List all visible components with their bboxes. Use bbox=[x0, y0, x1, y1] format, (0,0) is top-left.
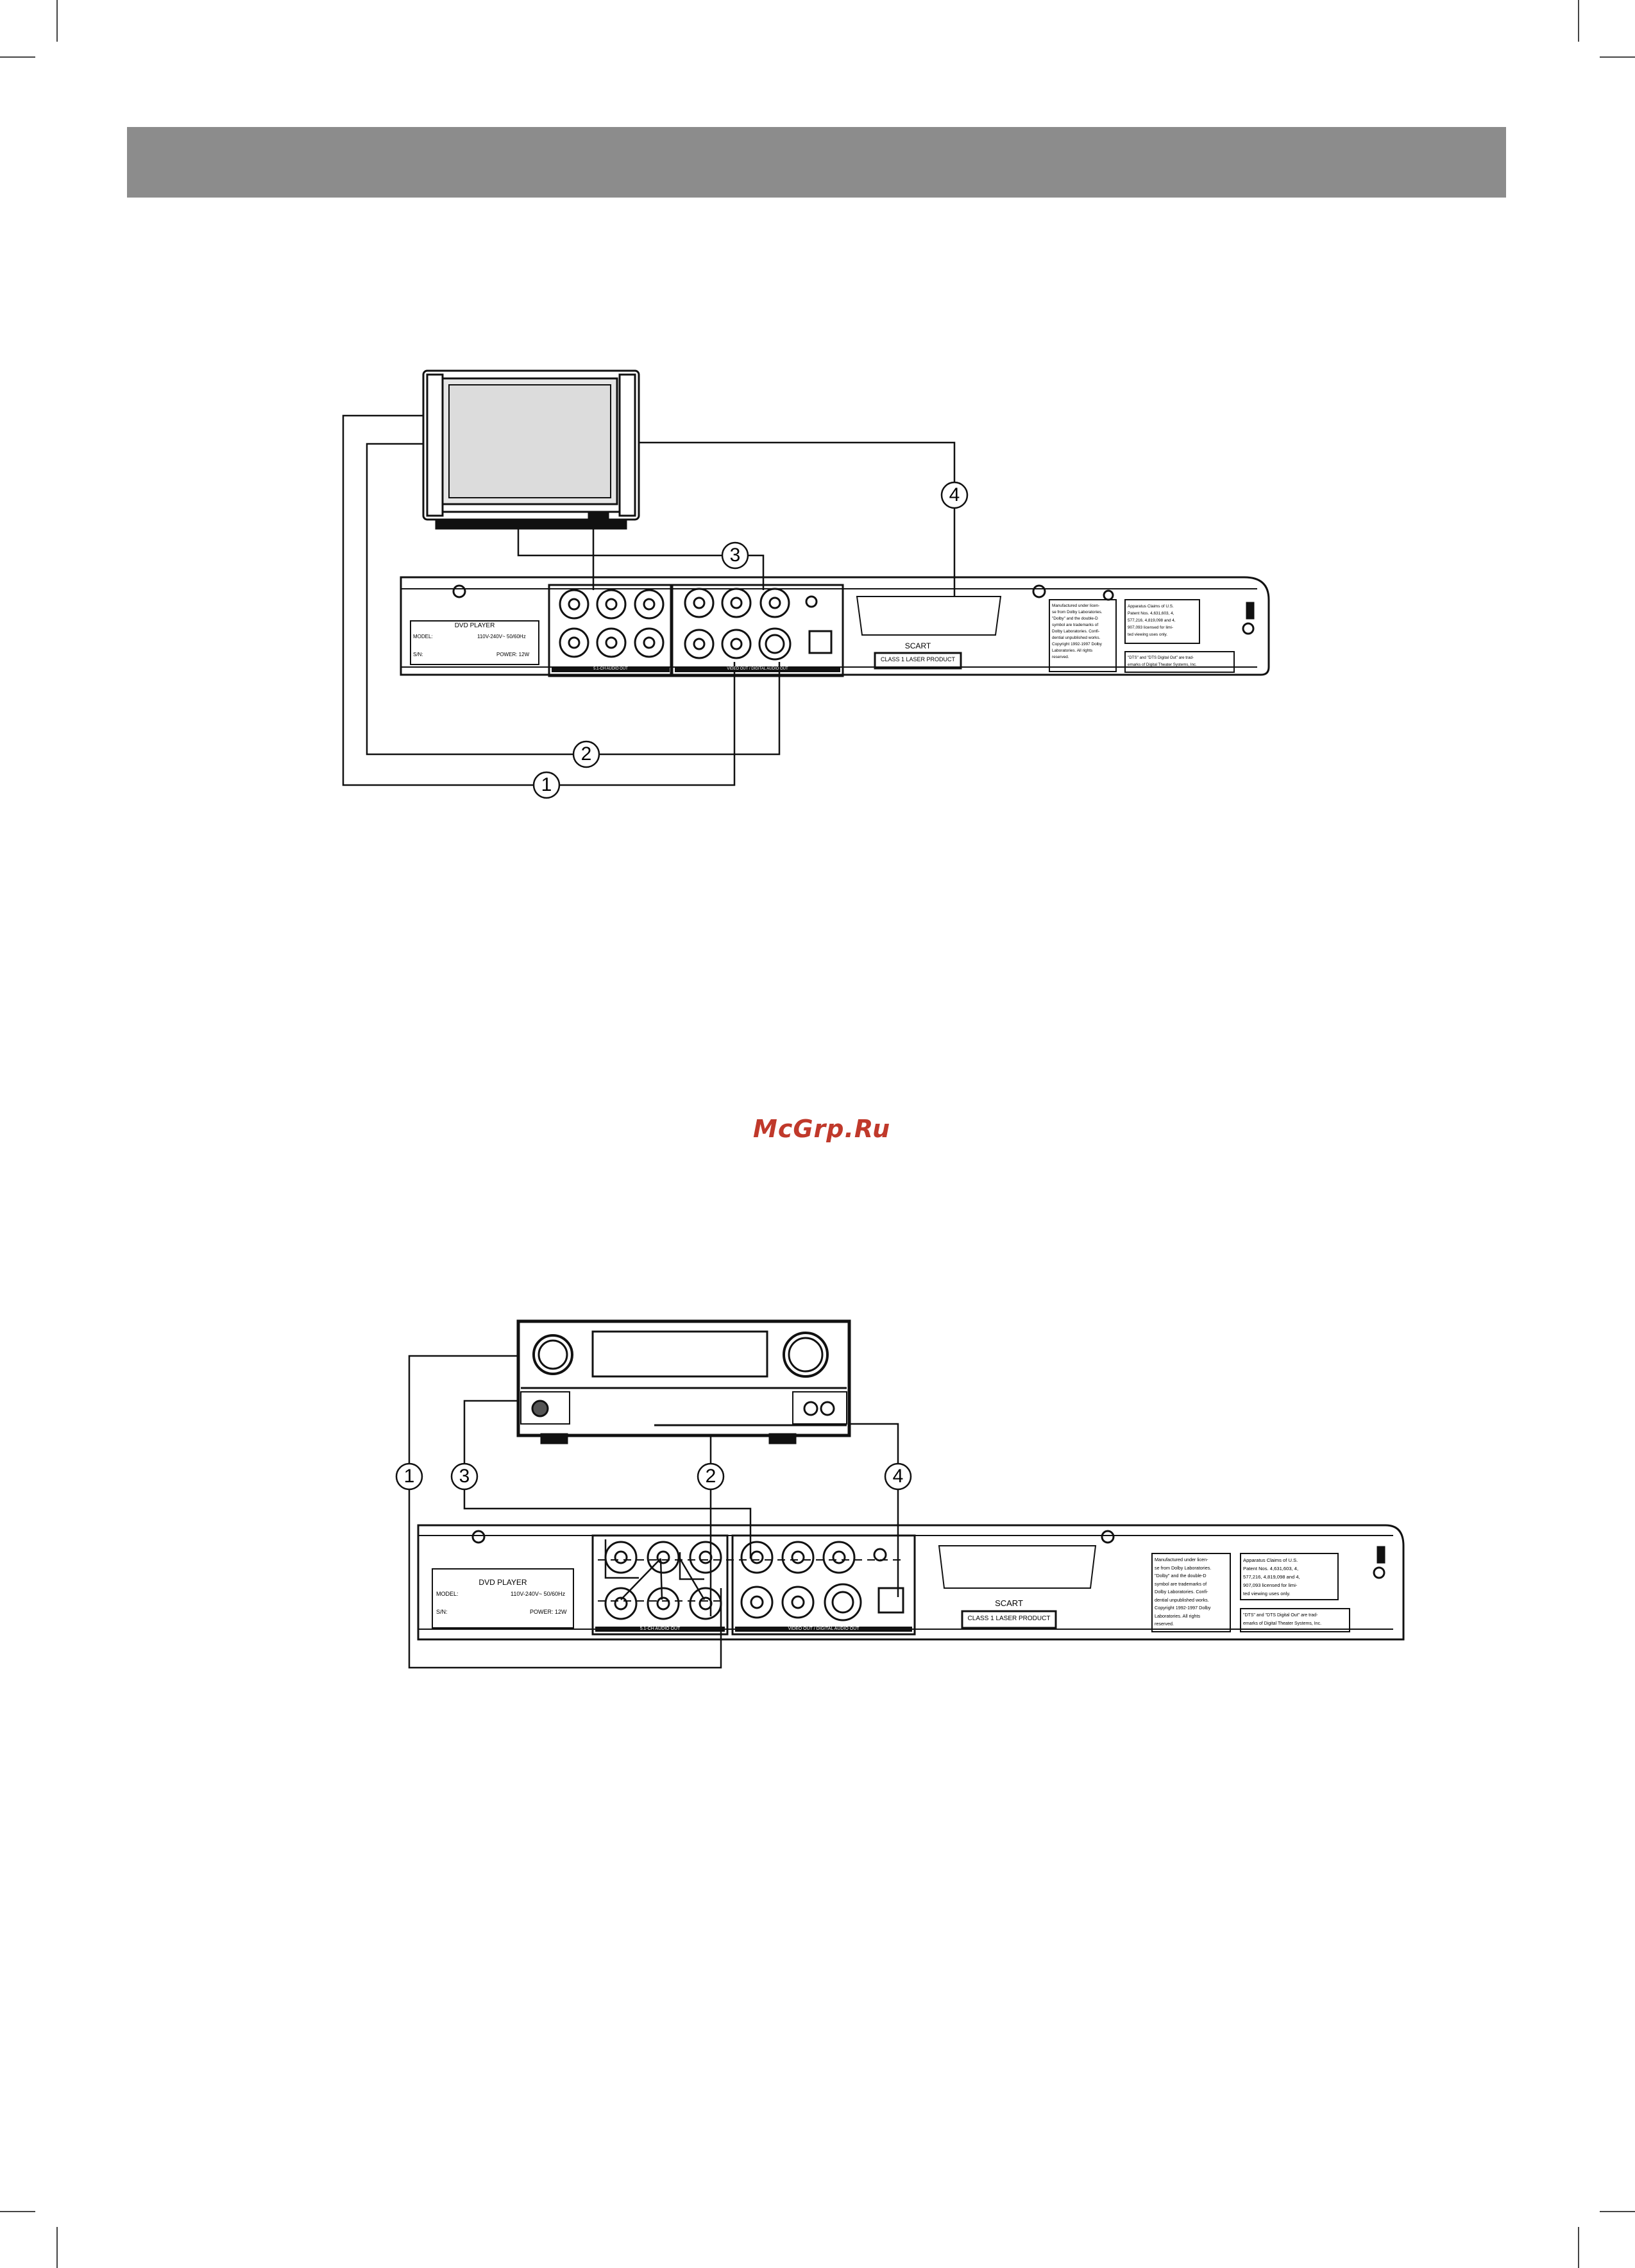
callout-label-1: 1 bbox=[541, 774, 552, 795]
player-model-2: MODEL: bbox=[436, 1591, 459, 1597]
player-model: MODEL: bbox=[413, 634, 433, 639]
scart-socket-2 bbox=[938, 1545, 1097, 1589]
header-bar bbox=[127, 127, 1506, 198]
video-jacks bbox=[684, 588, 833, 661]
callout-3 bbox=[721, 541, 749, 570]
player-sn-2: S/N: bbox=[436, 1609, 448, 1615]
player-title-2: DVD PLAYER bbox=[479, 1578, 527, 1587]
label-scart-2: SCART bbox=[995, 1598, 1023, 1608]
callout-4b bbox=[884, 1462, 912, 1491]
label-video-caption-2: VIDEO OUT / DIGITAL AUDIO OUT bbox=[788, 1627, 860, 1631]
player-rating: 110V-240V~ 50/60Hz bbox=[477, 634, 526, 639]
callout-label-2: 2 bbox=[580, 743, 592, 765]
amplifier-icon bbox=[516, 1319, 851, 1444]
audio-jacks-51 bbox=[559, 589, 665, 658]
cable-lines bbox=[342, 414, 956, 786]
callout-label-1b: 1 bbox=[403, 1466, 415, 1487]
callout-label-2b: 2 bbox=[705, 1466, 716, 1487]
dolby-notice-2: Manufactured under licen- se from Dolby … bbox=[1155, 1557, 1212, 1627]
crop-mark bbox=[1600, 56, 1635, 58]
label-video-caption: VIDEO OUT / DIGITAL AUDIO OUT bbox=[727, 667, 788, 671]
patent-notice-2: Apparatus Claims of U.S. Patent Nos. 4,6… bbox=[1243, 1557, 1300, 1596]
dts-notice-2: "DTS" and "DTS Digital Out" are trad- em… bbox=[1243, 1613, 1322, 1626]
dts-notice: "DTS" and "DTS Digital Out" are trad- em… bbox=[1128, 656, 1197, 667]
dolby-notice: Manufactured under licen- se from Dolby … bbox=[1052, 604, 1103, 659]
label-51-caption-2: 5.1-CH AUDIO OUT bbox=[640, 1627, 681, 1631]
callout-4 bbox=[940, 481, 969, 509]
dvd-player-rear-panel bbox=[400, 576, 1270, 677]
callout-label-4: 4 bbox=[949, 484, 960, 505]
crop-mark bbox=[1578, 2227, 1579, 2268]
callout-2 bbox=[572, 740, 600, 768]
crop-mark bbox=[1578, 0, 1579, 42]
scart-socket bbox=[856, 596, 1002, 636]
callout-markers bbox=[532, 481, 969, 799]
callout-2b bbox=[697, 1462, 725, 1491]
label-laser-2: CLASS 1 LASER PRODUCT bbox=[967, 1615, 1051, 1622]
crop-mark bbox=[56, 2227, 58, 2268]
callout-markers-2 bbox=[395, 1462, 912, 1491]
crop-mark bbox=[0, 56, 35, 58]
label-51-caption: 5.1-CH AUDIO OUT bbox=[593, 667, 628, 671]
tv-icon bbox=[422, 369, 640, 530]
label-laser: CLASS 1 LASER PRODUCT bbox=[880, 656, 956, 663]
crop-mark bbox=[56, 0, 58, 42]
crop-mark bbox=[1600, 2211, 1635, 2212]
callout-3b bbox=[450, 1462, 479, 1491]
watermark: McGrp.Ru bbox=[753, 1115, 891, 1143]
cable-lines-2 bbox=[408, 1355, 904, 1669]
player-rating-2: 110V-240V~ 50/60Hz bbox=[511, 1591, 566, 1597]
callout-label-4b: 4 bbox=[892, 1466, 904, 1487]
label-scart: SCART bbox=[904, 641, 931, 650]
player-power-2: POWER: 12W bbox=[530, 1609, 567, 1615]
player-sn: S/N: bbox=[413, 652, 423, 657]
callout-label-3b: 3 bbox=[459, 1466, 470, 1487]
player-power: POWER: 12W bbox=[496, 652, 530, 657]
crop-mark bbox=[0, 2211, 35, 2212]
callout-label-3: 3 bbox=[729, 545, 741, 566]
callout-1 bbox=[532, 771, 561, 799]
player-title: DVD PLAYER bbox=[454, 622, 495, 629]
dvd-player-rear-panel-2 bbox=[417, 1524, 1405, 1641]
callout-1b bbox=[395, 1462, 423, 1491]
patent-notice: Apparatus Claims of U.S. Patent Nos. 4,6… bbox=[1128, 604, 1176, 637]
